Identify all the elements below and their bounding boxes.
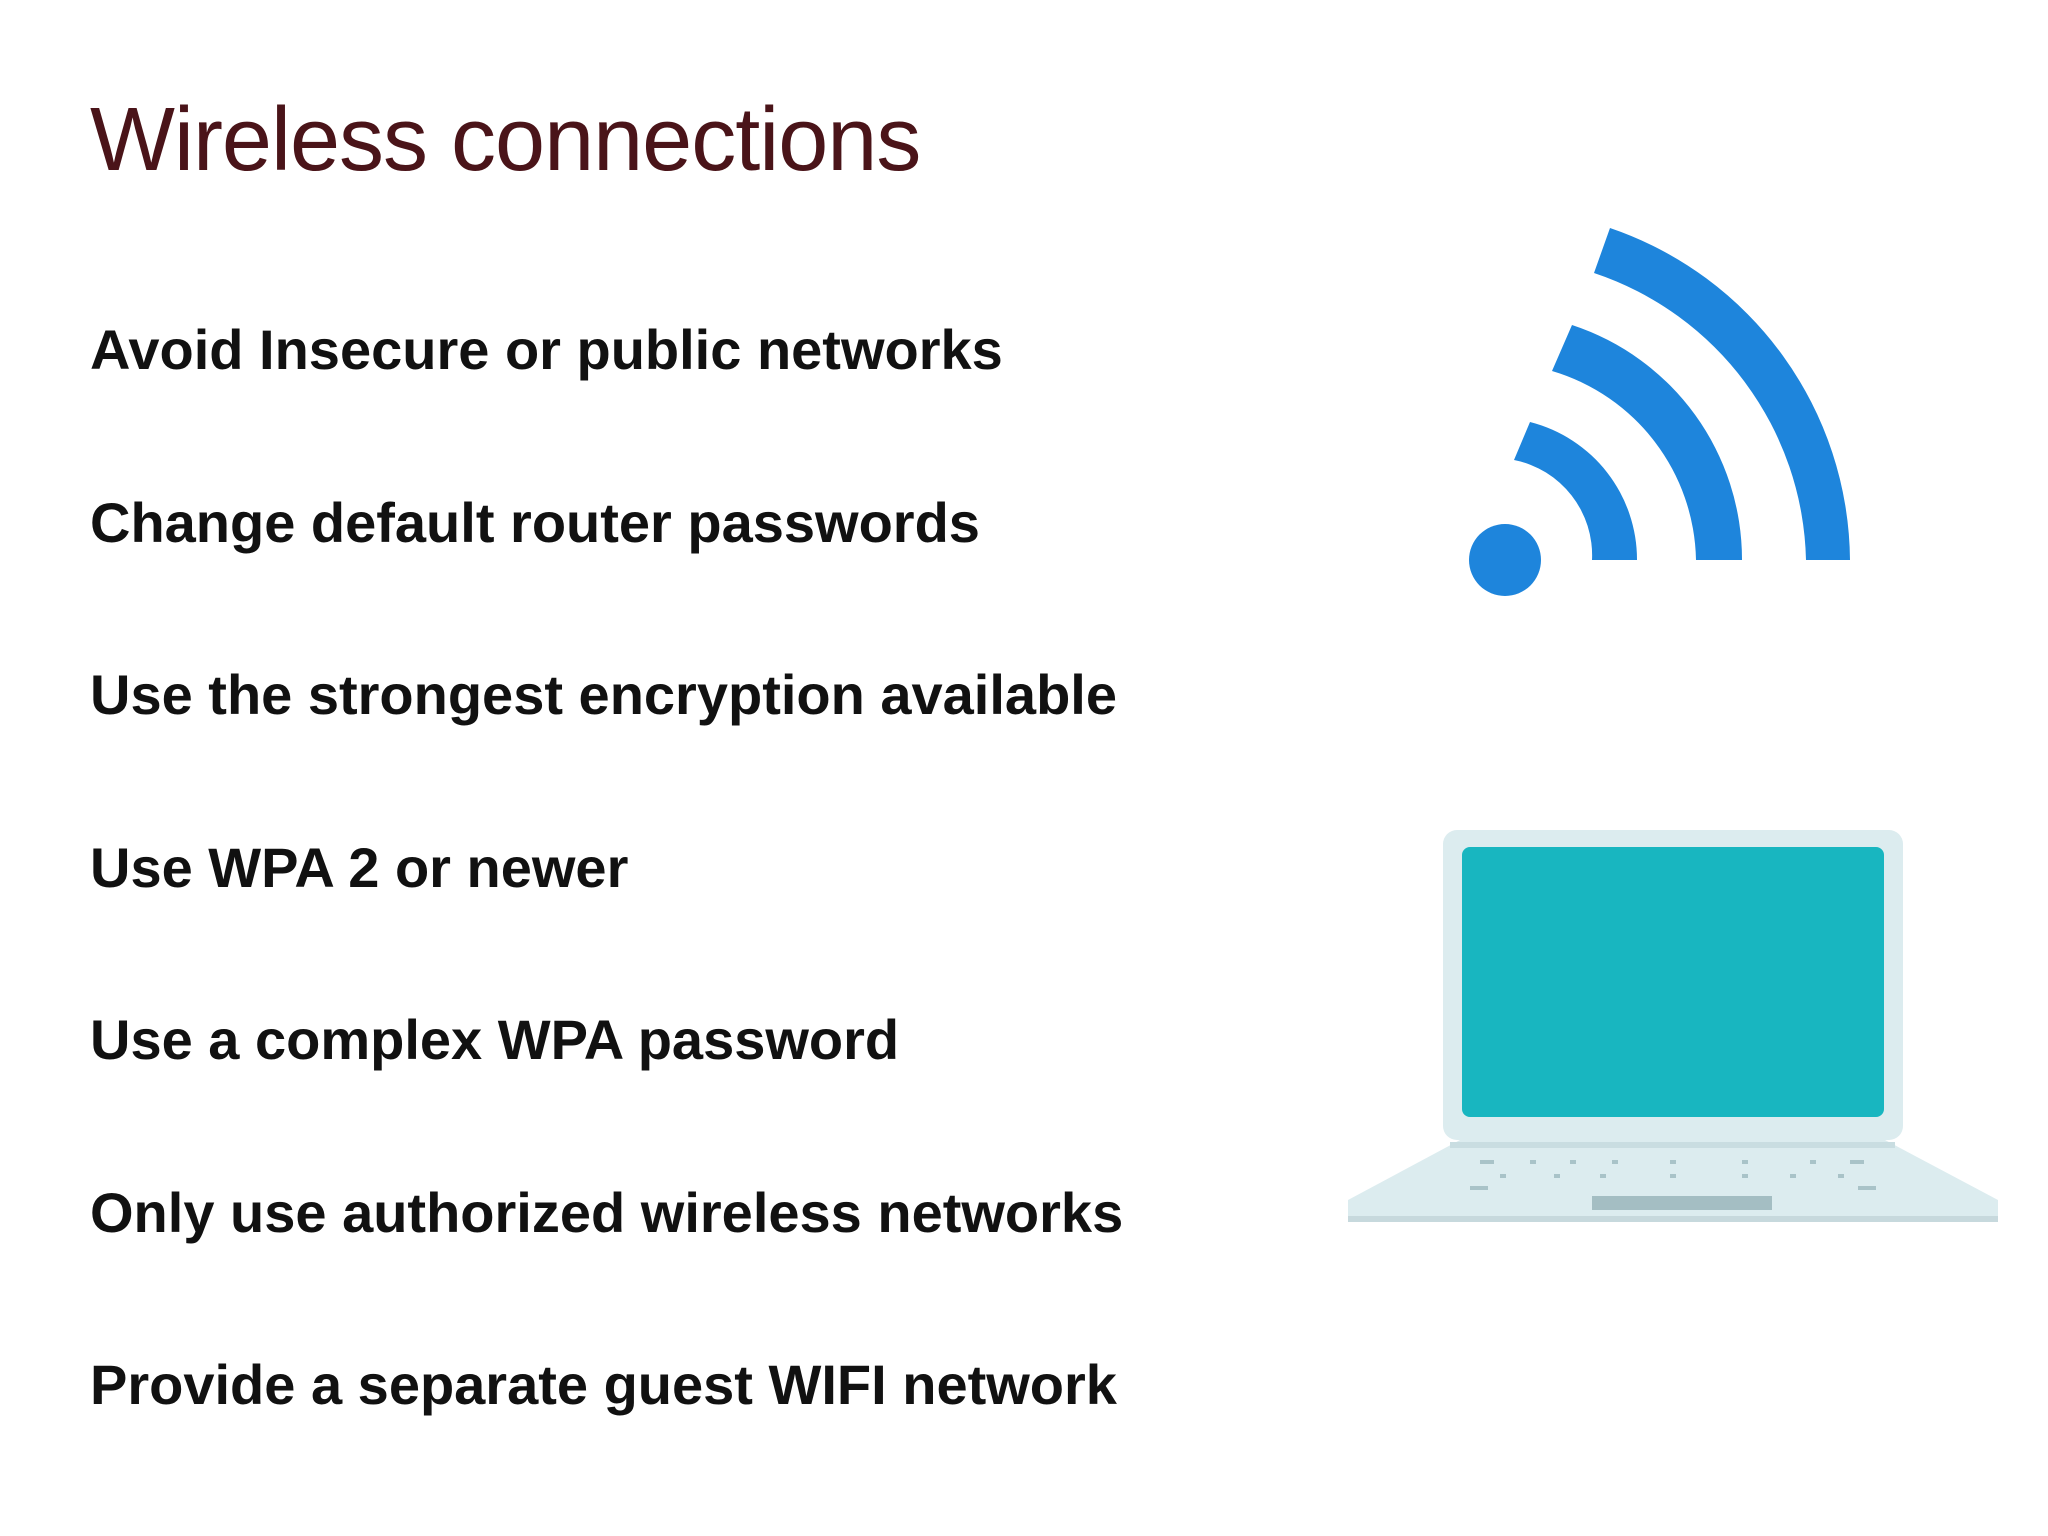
bullet-item: Use WPA 2 or newer — [90, 835, 629, 899]
laptop-icon — [1348, 830, 1998, 1222]
bullet-item: Provide a separate guest WIFI network — [90, 1353, 1117, 1416]
laptop-base-edge — [1348, 1216, 1998, 1222]
bullet-item: Change default router passwords — [90, 490, 980, 554]
wifi-arc-inner — [1514, 422, 1638, 560]
laptop-keys — [1470, 1160, 1876, 1190]
bullet-item: Only use authorized wireless networks — [90, 1180, 1124, 1244]
wifi-dot — [1469, 524, 1541, 596]
laptop-hinge — [1450, 1142, 1895, 1148]
bullet-list: Avoid Insecure or public networks Change… — [90, 310, 1123, 1518]
wifi-arc-middle — [1552, 325, 1743, 560]
slide-title: Wireless connections — [90, 90, 921, 190]
laptop-touchpad — [1592, 1196, 1772, 1210]
bullet-item: Use the strongest encryption available — [90, 663, 1117, 726]
laptop-base — [1348, 1140, 1998, 1220]
wifi-signal-icon — [1469, 228, 1850, 596]
bullet-item: Avoid Insecure or public networks — [90, 318, 1003, 381]
laptop-screen — [1462, 847, 1884, 1117]
bullet-item: Use a complex WPA password — [90, 1008, 900, 1071]
wifi-arc-outer — [1594, 228, 1850, 560]
